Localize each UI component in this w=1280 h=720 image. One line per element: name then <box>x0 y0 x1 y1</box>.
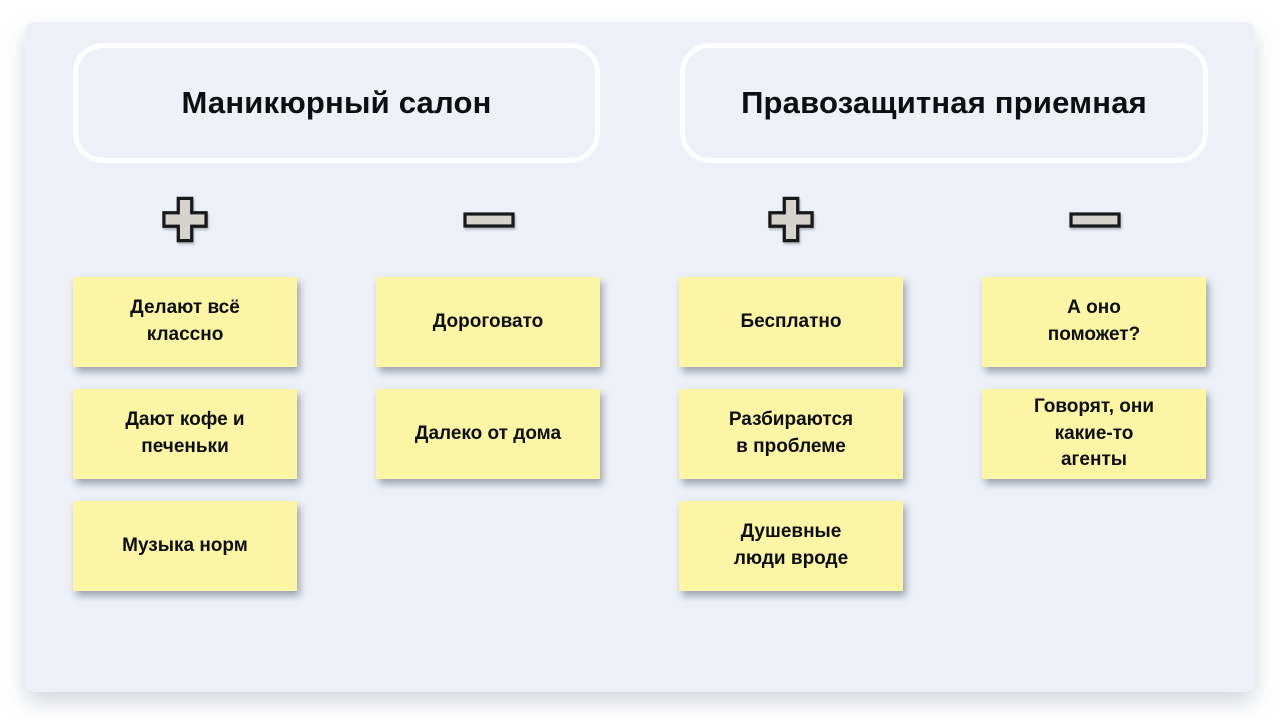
sticky-note[interactable]: Разбираются в проблеме <box>679 389 903 479</box>
note-text: Дороговато <box>432 310 544 332</box>
section-shape-legal-reception[interactable]: Правозащитная приемная <box>680 43 1208 163</box>
sticky-note[interactable]: Дороговато <box>376 277 600 367</box>
note-text: А оно поможет? <box>1047 297 1141 345</box>
section-title: Маникюрный салон <box>181 85 492 120</box>
minus-icon[interactable] <box>463 212 515 228</box>
sticky-note[interactable]: Делают всё классно <box>73 277 297 367</box>
plus-icon[interactable] <box>768 196 814 243</box>
minus-icon[interactable] <box>1069 212 1121 228</box>
note-text: Разбираются в проблеме <box>728 409 854 457</box>
board: Маникюрный салон Правозащитная приемная … <box>25 22 1255 692</box>
note-text: Делают всё классно <box>130 297 240 345</box>
plus-icon[interactable] <box>162 196 208 243</box>
note-text: Дают кофе и печеньки <box>125 409 245 457</box>
note-text: Далеко от дома <box>414 422 562 444</box>
note-text: Говорят, они какие-то агенты <box>1033 395 1155 471</box>
sticky-note[interactable]: Дают кофе и печеньки <box>73 389 297 479</box>
sticky-note[interactable]: Говорят, они какие-то агенты <box>982 389 1206 479</box>
note-text: Душевные люди вроде <box>733 521 849 569</box>
sticky-note[interactable]: А оно поможет? <box>982 277 1206 367</box>
sticky-note[interactable]: Душевные люди вроде <box>679 501 903 591</box>
sticky-note[interactable]: Бесплатно <box>679 277 903 367</box>
section-title: Правозащитная приемная <box>741 85 1147 120</box>
sticky-note[interactable]: Музыка норм <box>73 501 297 591</box>
note-text: Музыка норм <box>122 534 248 556</box>
sticky-note[interactable]: Далеко от дома <box>376 389 600 479</box>
section-shape-manicure-salon[interactable]: Маникюрный салон <box>73 43 600 163</box>
note-text: Бесплатно <box>740 310 842 332</box>
